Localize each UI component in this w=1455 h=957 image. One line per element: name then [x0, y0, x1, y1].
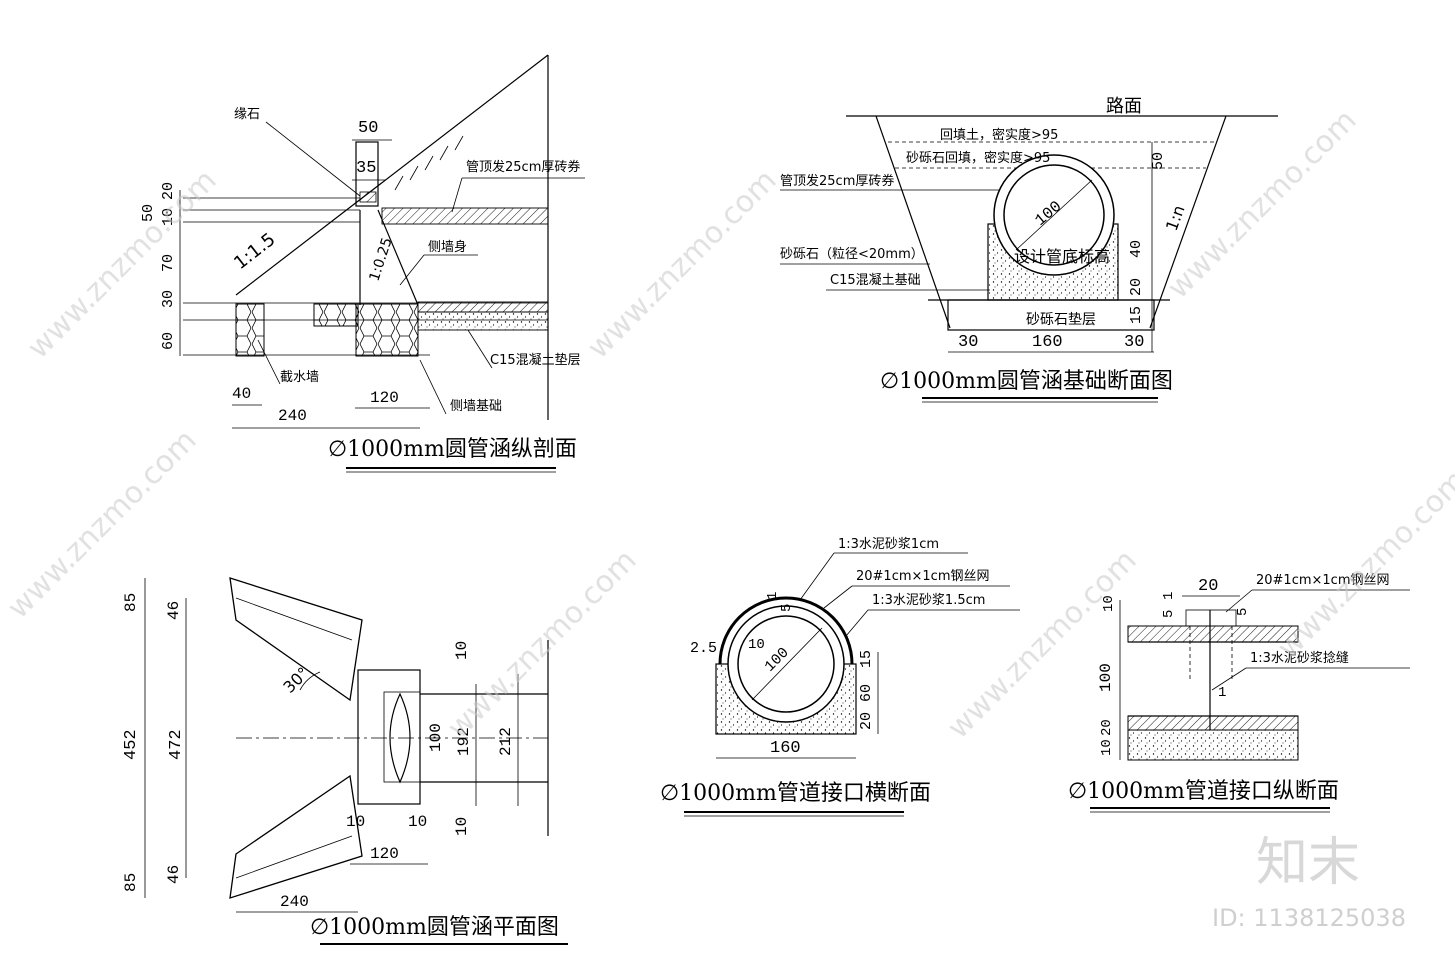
dim-85-top: 85 — [122, 593, 140, 612]
watermark-logo: 知末 — [1256, 833, 1360, 893]
dim-5-joint: 5 — [779, 604, 795, 612]
cutoff-wall-label: 截水墙 — [280, 370, 319, 385]
watermark-site-4: www.znzmo.com — [1, 423, 204, 626]
c15-base-label: C15混凝土基础 — [830, 272, 921, 288]
dim-15-right: 15 — [1128, 306, 1145, 324]
dim-240-plan: 240 — [280, 893, 309, 911]
dim-30-left: 30 — [958, 333, 978, 352]
dim-60: 60 — [160, 332, 177, 350]
side-wall-label: 侧墙身 — [428, 239, 467, 255]
watermark-id: ID: 1138125038 — [1212, 904, 1406, 932]
dim-40: 40 — [232, 385, 251, 403]
arch-label-2: 管顶发25cm厚砖券 — [780, 173, 894, 189]
dim-10-long-b: 10 — [1099, 739, 1115, 756]
dim-35: 35 — [356, 159, 376, 178]
dim-1-long-a: 1 — [1161, 592, 1177, 600]
arch-label: 管顶发25cm厚砖券 — [466, 159, 580, 175]
dim-20-long-b: 20 — [1099, 719, 1115, 736]
dim-15-joint: 15 — [858, 650, 875, 668]
dim-120-plan: 120 — [370, 845, 399, 863]
plan-title: ∅1000mm圆管涵平面图 — [310, 915, 559, 940]
backfill-gravel-label: 砂砾石回填，密实度>95 — [906, 150, 1050, 166]
dim-40-right: 40 — [1128, 240, 1145, 258]
dim-160-joint: 160 — [770, 739, 801, 758]
base-section-title: ∅1000mm圆管涵基础断面图 — [880, 369, 1173, 394]
dim-50-top: 50 — [358, 119, 378, 138]
gravel-cushion-label: 砂砾石垫层 — [1026, 312, 1096, 328]
dim-30-right: 30 — [1124, 333, 1144, 352]
dim-30: 30 — [160, 290, 177, 308]
watermark-site-5: www.znzmo.com — [441, 543, 644, 746]
dim-85-bottom: 85 — [122, 873, 140, 892]
watermark-site-7: www.znzmo.com — [1271, 463, 1455, 666]
dim-472: 472 — [167, 729, 186, 760]
dim-20: 20 — [160, 182, 177, 200]
dim-70: 70 — [160, 254, 177, 272]
mortar-1.5cm-label: 1:3水泥砂浆1.5cm — [872, 593, 985, 608]
concrete-cushion-label: C15混凝土垫层 — [490, 352, 581, 368]
joint-long-drawing: 20 20#1cm×1cm钢丝网 1:3水泥砂浆捻缝 10 5 1 5 100 … — [1068, 573, 1410, 813]
base-section-drawing: 100 路面 回填土，密实度>95 砂砾石回填，密实度>95 管顶发25cm厚砖… — [780, 96, 1278, 403]
mesh-label-long: 20#1cm×1cm钢丝网 — [1256, 573, 1390, 588]
dim-46-top: 46 — [165, 601, 183, 620]
dim-50: 50 — [140, 204, 157, 222]
slope-ratio-1-0.25: 1:0.25 — [367, 236, 396, 284]
dim-240: 240 — [278, 407, 307, 425]
dim-192: 192 — [455, 727, 473, 756]
dim-100: 100 — [427, 723, 445, 752]
dim-10-bottom: 10 — [453, 817, 471, 836]
dim-10-left: 10 — [346, 813, 365, 831]
dim-1-long-b: 1 — [1218, 685, 1226, 701]
dim-10-right: 10 — [408, 813, 427, 831]
joint-cross-title: ∅1000mm管道接口横断面 — [660, 781, 931, 806]
dim-10: 10 — [160, 208, 177, 226]
dim-50-right: 50 — [1150, 152, 1167, 170]
dim-2.5: 2.5 — [690, 640, 717, 657]
angle-label: 30° — [279, 663, 312, 696]
dim-60-joint: 60 — [858, 684, 875, 702]
dim-120: 120 — [370, 389, 399, 407]
dim-1-joint: 1 — [765, 592, 781, 600]
long-section-drawing: 1:1.5 1:0.25 缘石 管顶发25cm厚砖券 侧墙身 截水墙 C15混凝… — [140, 54, 585, 473]
plan-drawing: 30° 85 46 452 472 46 85 10 100 192 212 1… — [122, 577, 568, 945]
dim-46-bottom: 46 — [165, 865, 183, 884]
watermark-site-1: www.znzmo.com — [21, 163, 224, 366]
dim-5-long-a: 5 — [1161, 610, 1177, 618]
mesh-label: 20#1cm×1cm钢丝网 — [856, 569, 990, 584]
dim-452: 452 — [122, 729, 141, 760]
joint-long-title: ∅1000mm管道接口纵断面 — [1068, 779, 1339, 804]
embankment-slope-line — [235, 54, 549, 296]
slope-1-n: 1:n — [1162, 203, 1189, 234]
watermark-site-2: www.znzmo.com — [581, 163, 784, 366]
dim-212: 212 — [497, 727, 515, 756]
dim-10-long: 10 — [1101, 595, 1117, 612]
dim-20-right: 20 — [1128, 278, 1145, 296]
dim-100-long: 100 — [1097, 663, 1115, 692]
pipe-inner-circle — [1003, 164, 1105, 266]
gravel-label: 砂砾石（粒径<20mm） — [780, 247, 924, 262]
dim-20-long: 20 — [1198, 577, 1218, 596]
design-elev-label: 设计管底标高 — [1014, 247, 1110, 266]
wall-base-label: 侧墙基础 — [450, 399, 502, 414]
backfill-soil-label: 回填土，密实度>95 — [940, 127, 1058, 143]
mortar-1cm-label: 1:3水泥砂浆1cm — [838, 537, 939, 552]
joint-cross-drawing: 100 1:3水泥砂浆1cm 20#1cm×1cm钢丝网 1:3水泥砂浆1.5c… — [660, 537, 1020, 817]
dim-160: 160 — [1032, 333, 1063, 352]
road-label: 路面 — [1106, 96, 1142, 117]
dim-10-joint: 10 — [748, 637, 765, 653]
dim-20-joint: 20 — [858, 712, 875, 730]
mortar-fill-label: 1:3水泥砂浆捻缝 — [1250, 651, 1349, 666]
watermark-site-3: www.znzmo.com — [1161, 103, 1364, 306]
dim-10-top: 10 — [453, 641, 471, 660]
dim-5-long-b: 5 — [1235, 608, 1251, 616]
long-section-title: ∅1000mm圆管涵纵剖面 — [328, 437, 577, 462]
curb-label: 缘石 — [234, 107, 260, 122]
